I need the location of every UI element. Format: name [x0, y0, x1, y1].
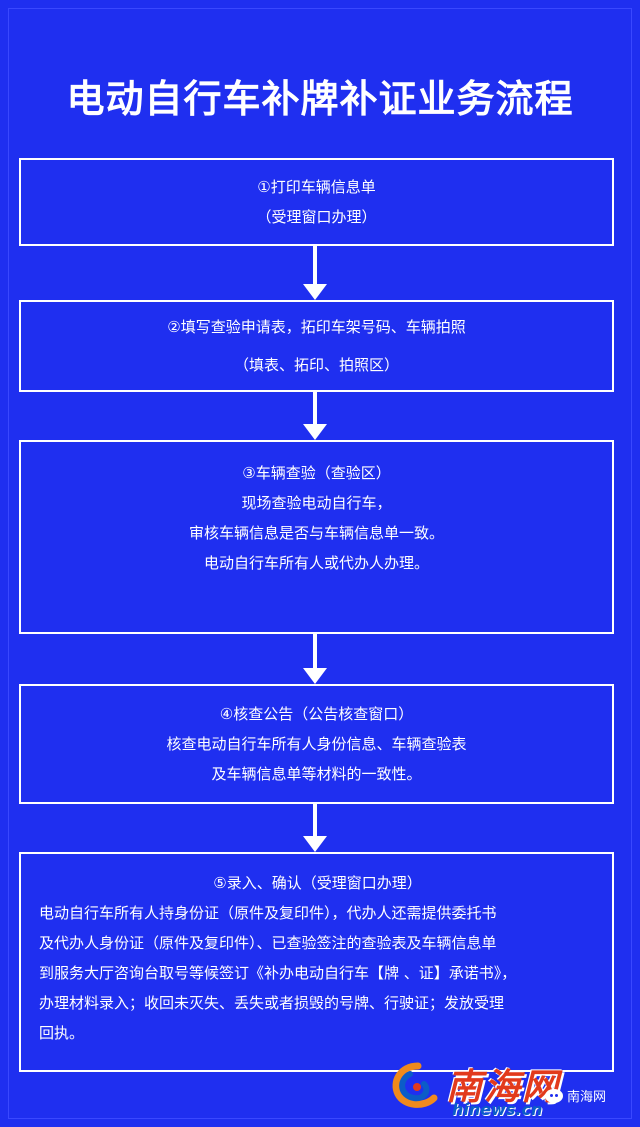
step-4-line-2: 核查电动自行车所有人身份信息、车辆查验表 — [166, 735, 467, 753]
logo-text-en: hinews.cn — [452, 1100, 543, 1119]
wechat-icon — [545, 1088, 563, 1103]
step-1-box: ①打印车辆信息单 （受理窗口办理） — [19, 158, 614, 246]
step-3-line-3: 审核车辆信息是否与车辆信息单一致。 — [188, 524, 444, 542]
step-4-line-1: ④核查公告（公告核查窗口） — [219, 705, 414, 723]
step-4-box: ④核查公告（公告核查窗口） 核查电动自行车所有人身份信息、车辆查验表 及车辆信息… — [19, 684, 614, 804]
swirl-logo-icon — [392, 1062, 438, 1108]
step-3-line-4: 电动自行车所有人或代办人办理。 — [203, 554, 429, 572]
step-3-line-2: 现场查验电动自行车， — [241, 494, 392, 512]
wechat-watermark: 南海网 — [545, 1086, 606, 1105]
step-3-box: ③车辆查验（查验区） 现场查验电动自行车， 审核车辆信息是否与车辆信息单一致。 … — [19, 440, 614, 634]
step-3-line-1: ③车辆查验（查验区） — [242, 464, 391, 482]
step-5-body-line: 回执。 — [39, 1024, 85, 1042]
step-2-line-2: （填表、拓印、拍照区） — [233, 356, 399, 374]
page-title: 电动自行车补牌补证业务流程 — [66, 77, 574, 121]
step-5-body-line: 办理材料录入；收回未灭失、丢失或者损毁的号牌、行驶证；发放受理 — [39, 994, 505, 1012]
page-frame — [8, 8, 632, 1119]
step-5-heading: ⑤录入、确认（受理窗口办理） — [213, 874, 422, 892]
step-5-body: 电动自行车所有人持身份证（原件及复印件），代办人还需提供委托书 及代办人身份证（… — [39, 898, 596, 1048]
arrow-4-5 — [303, 804, 327, 852]
step-5-body-line: 电动自行车所有人持身份证（原件及复印件），代办人还需提供委托书 — [39, 904, 497, 922]
watermark-text: 南海网 — [567, 1090, 607, 1105]
step-1-line-1: ①打印车辆信息单 — [257, 178, 376, 196]
arrow-2-3 — [303, 392, 327, 440]
logo-text-cn: 南海网 — [446, 1067, 561, 1108]
step-5-body-line: 到服务大厅咨询台取号等候签订《补办电动自行车【牌 、证】承诺书》， — [39, 964, 517, 982]
step-2-box: ②填写查验申请表，拓印车架号码、车辆拍照 （填表、拓印、拍照区） — [19, 300, 614, 392]
arrow-1-2 — [303, 246, 327, 300]
hinews-logo: 南海网 hinews.cn — [390, 1042, 630, 1122]
step-5-body-line: 及代办人身份证（原件及复印件）、已查验签注的查验表及车辆信息单 — [39, 934, 497, 952]
step-1-line-2: （受理窗口办理） — [256, 208, 377, 226]
step-5-box: ⑤录入、确认（受理窗口办理） 电动自行车所有人持身份证（原件及复印件），代办人还… — [19, 852, 614, 1072]
arrow-3-4 — [303, 634, 327, 684]
step-2-line-1: ②填写查验申请表，拓印车架号码、车辆拍照 — [167, 318, 466, 336]
step-4-line-3: 及车辆信息单等材料的一致性。 — [211, 765, 422, 783]
